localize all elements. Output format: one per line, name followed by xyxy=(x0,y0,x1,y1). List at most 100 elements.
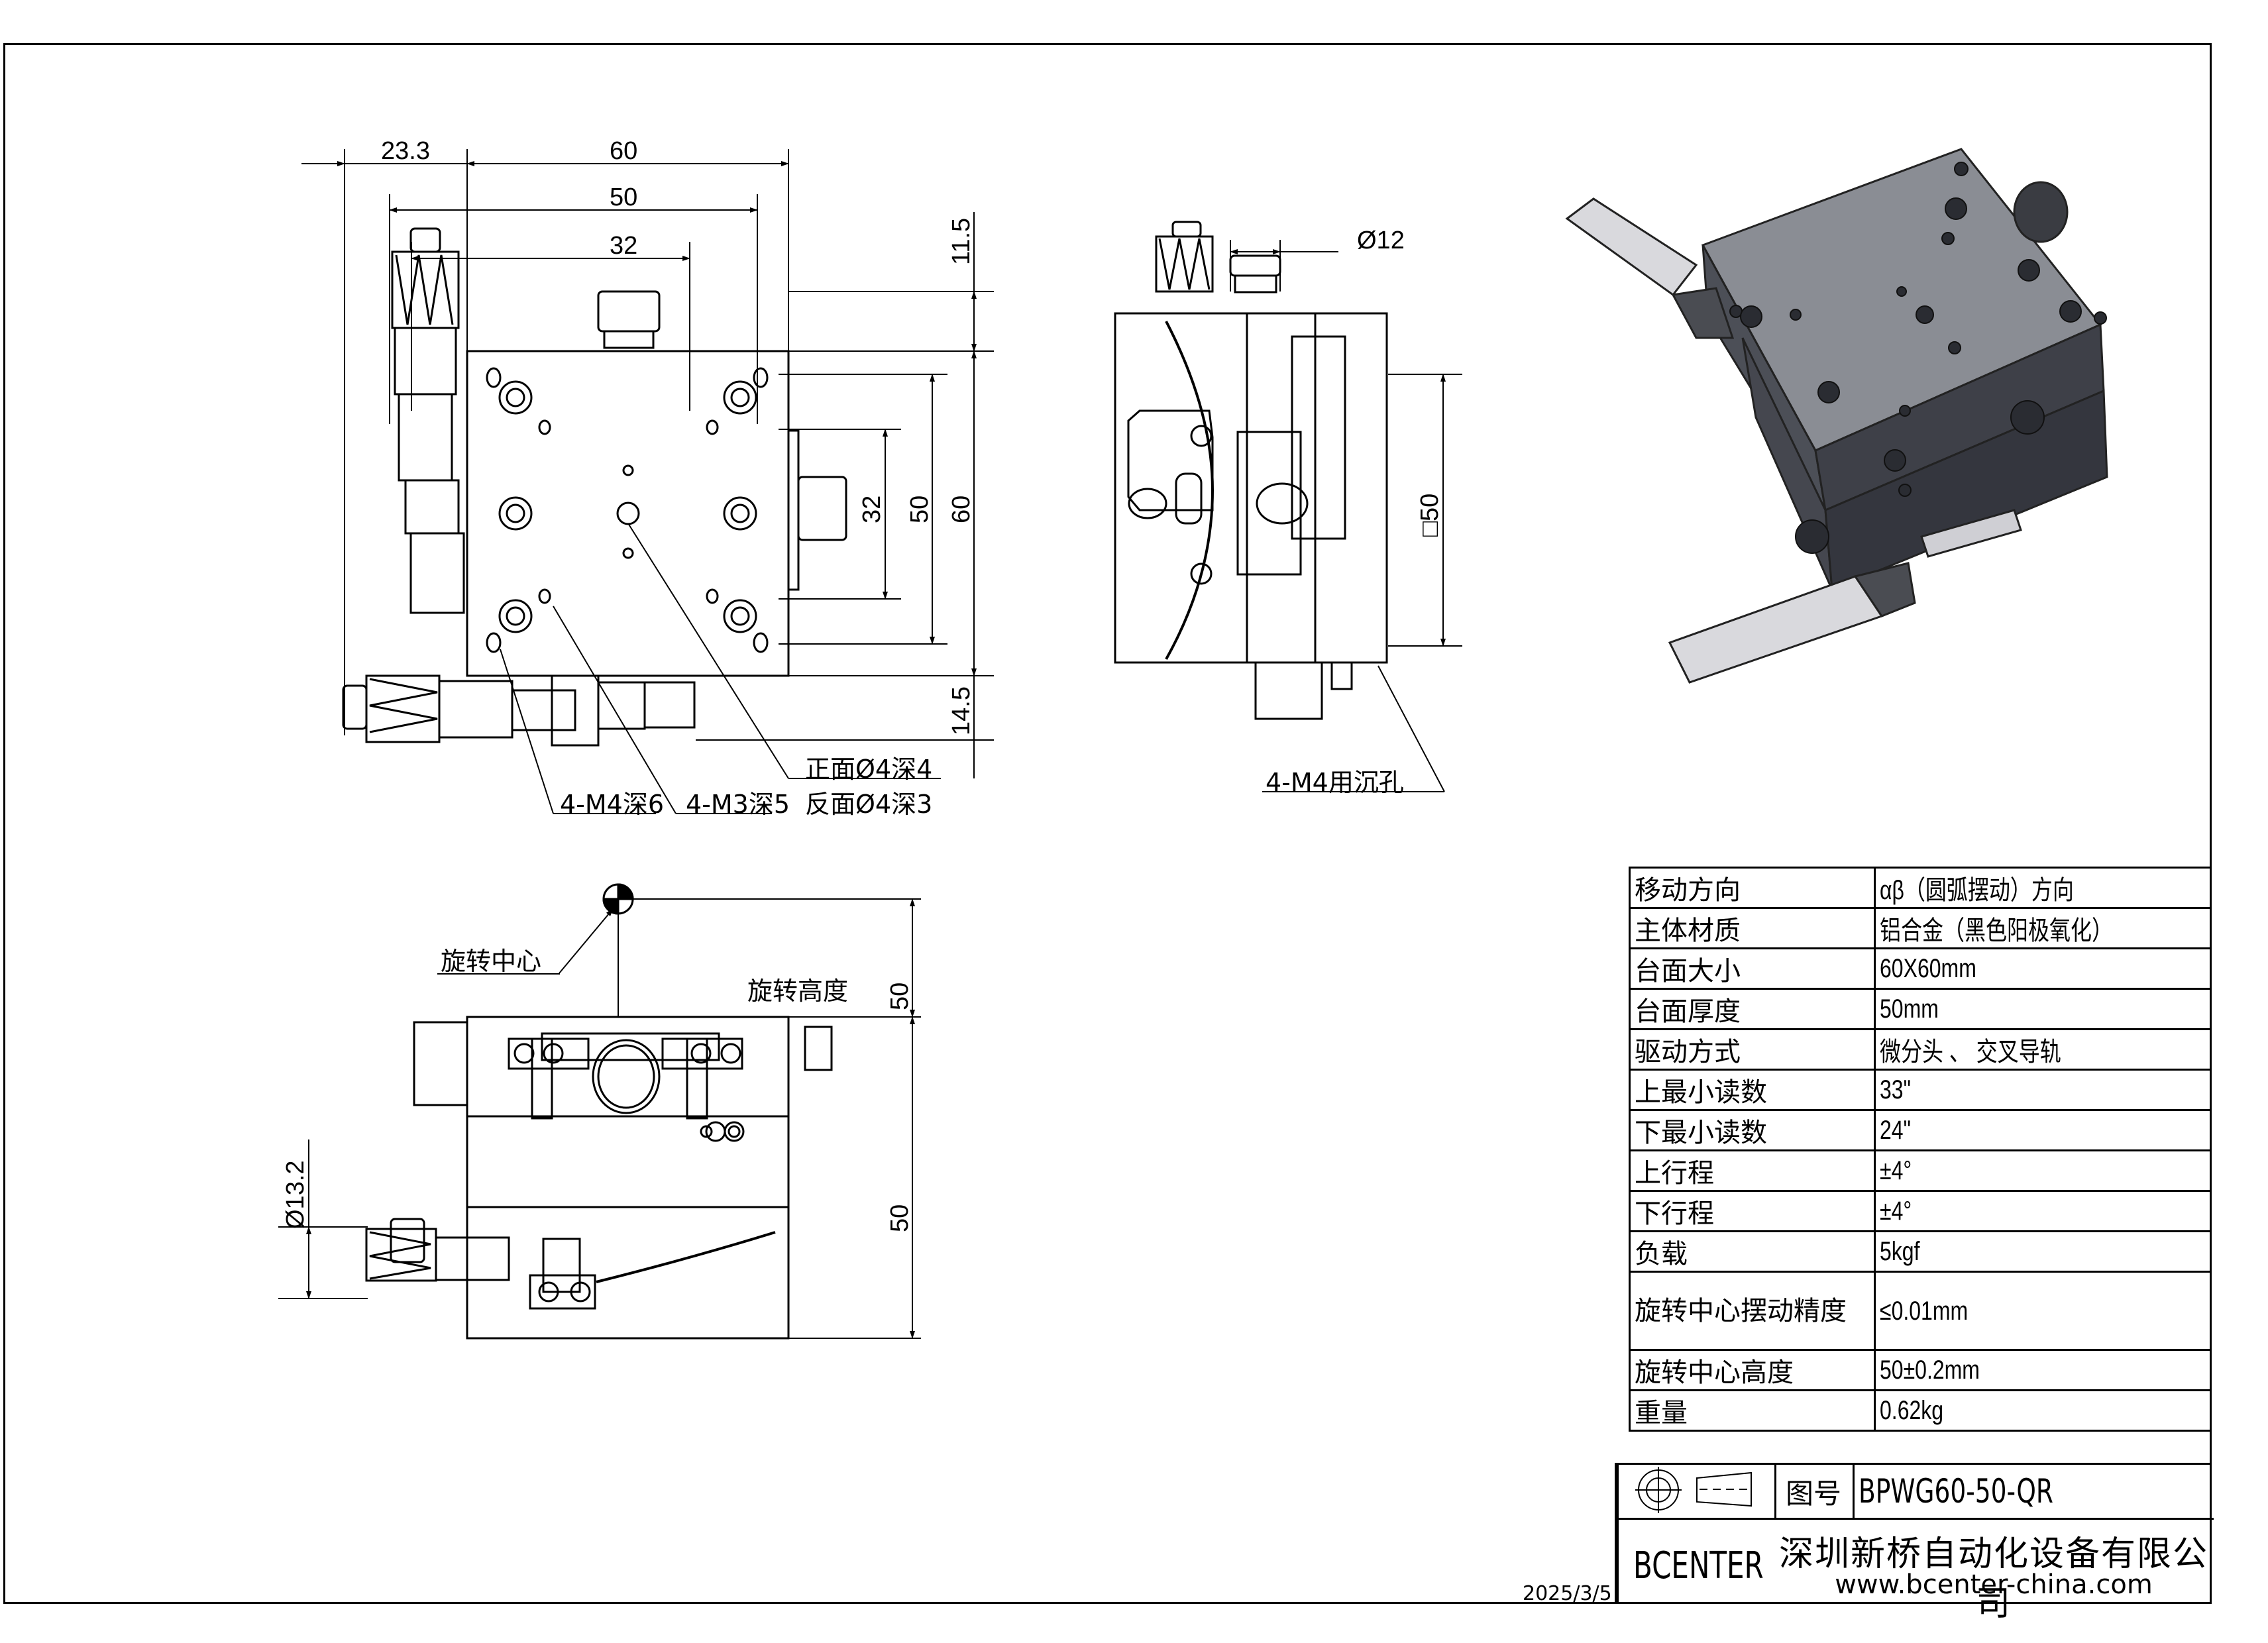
mounting-screws xyxy=(486,367,769,653)
rotation-center-label: 旋转中心 xyxy=(441,947,542,976)
top-view-body xyxy=(466,350,790,677)
callout-m3: 4-M3深5 xyxy=(686,790,790,819)
spec-value: 铝合金（黑色阳极氧化） xyxy=(1874,907,2212,949)
top-knob xyxy=(597,290,661,333)
front-view-dimensions xyxy=(278,898,921,1339)
dim-d13-2: Ø13.2 xyxy=(282,1160,309,1229)
drawing-number: BPWG60-50-QR xyxy=(1855,1465,2118,1518)
spec-key: 下最小读数 xyxy=(1629,1109,1876,1151)
spec-value-text: 50mm xyxy=(1880,994,1939,1024)
spec-row: 驱动方式微分头 、 交叉导轨 xyxy=(1629,1028,2212,1071)
micrometer-bottom xyxy=(1668,509,2022,684)
spec-row: 上行程±4° xyxy=(1629,1149,2212,1192)
dimension-labels: 23.3 60 50 32 11.5 32 50 60 14.5 Ø12 □50… xyxy=(282,137,1444,1232)
spec-value-text: 60X60mm xyxy=(1880,954,1976,983)
spec-value: 24" xyxy=(1874,1109,2212,1151)
title-block-row-1: 图号 BPWG60-50-QR xyxy=(1619,1465,2214,1520)
spec-key: 上最小读数 xyxy=(1629,1069,1876,1111)
rotation-center-marker xyxy=(602,883,634,1017)
spec-value-text: ±4° xyxy=(1880,1156,1912,1185)
dim-60-v: 60 xyxy=(947,496,975,523)
spec-key: 旋转中心摆动精度 xyxy=(1629,1271,1876,1351)
spec-value-text: 0.62kg xyxy=(1880,1396,1944,1425)
callout-m4: 4-M4深6 xyxy=(560,790,665,819)
front-view xyxy=(278,883,921,1340)
side-knob xyxy=(797,476,847,541)
side-plate xyxy=(787,429,800,591)
callout-leaders xyxy=(500,523,941,814)
vertical-dimensions xyxy=(696,212,994,778)
first-angle-projection-icon xyxy=(1619,1465,1776,1518)
product-3d-render xyxy=(1565,148,2108,684)
spec-key: 负载 xyxy=(1629,1230,1876,1273)
side-knob-render xyxy=(2013,181,2069,243)
spec-value: 33" xyxy=(1874,1069,2212,1111)
spec-row: 主体材质铝合金（黑色阳极氧化） xyxy=(1629,907,2212,949)
dim-body-height-50: 50 xyxy=(886,1204,914,1232)
spec-key: 台面厚度 xyxy=(1629,988,1876,1030)
spec-value: 微分头 、 交叉导轨 xyxy=(1874,1028,2212,1071)
spec-value: 60X60mm xyxy=(1874,947,2212,990)
drawing-frame xyxy=(3,43,2212,1604)
spec-value: ±4° xyxy=(1874,1190,2212,1232)
dim-23-3: 23.3 xyxy=(381,137,430,165)
side-view-dimensions xyxy=(1230,240,1462,792)
spec-value-text: 50±0.2mm xyxy=(1880,1355,1980,1385)
spec-value: 50±0.2mm xyxy=(1874,1349,2212,1391)
horizontal-dimensions xyxy=(301,149,789,735)
dim-32-v: 32 xyxy=(858,496,886,523)
spec-value: 50mm xyxy=(1874,988,2212,1030)
dim-32-h: 32 xyxy=(610,232,637,260)
dim-50-v: 50 xyxy=(906,496,934,523)
spec-value-text: 微分头 、 交叉导轨 xyxy=(1880,1037,2061,1067)
callout-front-hole: 正面Ø4深4 xyxy=(805,755,933,784)
spec-value: 0.62kg xyxy=(1874,1389,2212,1432)
spec-value-text: αβ（圆弧摆动）方向 xyxy=(1880,876,2074,905)
spec-value-text: 24" xyxy=(1880,1116,1911,1145)
spec-value: ≤0.01mm xyxy=(1874,1271,2212,1351)
micrometer-vertical xyxy=(391,227,465,614)
drawing-date: 2025/3/5 xyxy=(1523,1582,1612,1605)
spec-key: 下行程 xyxy=(1629,1190,1876,1232)
dim-11-5: 11.5 xyxy=(947,218,975,265)
dim-50-h: 50 xyxy=(610,184,637,211)
dim-sq50: □50 xyxy=(1416,494,1444,537)
callout-m4-counterbore: 4-M4用沉孔 xyxy=(1266,768,1404,797)
dim-60-h: 60 xyxy=(610,137,637,165)
micrometer-left xyxy=(1565,197,1735,339)
drawing-number-label: 图号 xyxy=(1774,1465,1855,1518)
spec-value: 5kgf xyxy=(1874,1230,2212,1273)
top-knob-base xyxy=(603,330,655,349)
title-block-divider xyxy=(1615,1463,1617,1604)
spec-value-text: 33" xyxy=(1880,1075,1911,1104)
brand-text: BCENTER xyxy=(1633,1544,1764,1587)
spec-row: 下行程±4° xyxy=(1629,1190,2212,1232)
company-url[interactable]: www.bcenter-china.com xyxy=(1835,1569,2153,1600)
top-view xyxy=(301,149,994,814)
spec-key: 台面大小 xyxy=(1629,947,1876,990)
rotation-height-label: 旋转高度 xyxy=(747,977,849,1006)
spec-value-text: 铝合金（黑色阳极氧化） xyxy=(1880,916,2113,945)
callout-back-hole: 反面Ø4深3 xyxy=(805,790,933,819)
spec-value-text: 5kgf xyxy=(1880,1237,1920,1266)
spec-key: 旋转中心高度 xyxy=(1629,1349,1876,1391)
spec-row: 旋转中心摆动精度≤0.01mm xyxy=(1629,1271,2212,1351)
spec-value: αβ（圆弧摆动）方向 xyxy=(1874,867,2212,909)
spec-key: 重量 xyxy=(1629,1389,1876,1432)
spec-value-text: ≤0.01mm xyxy=(1880,1296,1969,1326)
spec-value: ±4° xyxy=(1874,1149,2212,1192)
brand-logo-text: BCENTER xyxy=(1633,1544,1807,1587)
company-name: 深圳新桥自动化设备有限公司 xyxy=(1778,1534,2208,1624)
spec-key: 主体材质 xyxy=(1629,907,1876,949)
micrometer-horizontal xyxy=(342,674,696,747)
side-view xyxy=(1114,221,1462,792)
